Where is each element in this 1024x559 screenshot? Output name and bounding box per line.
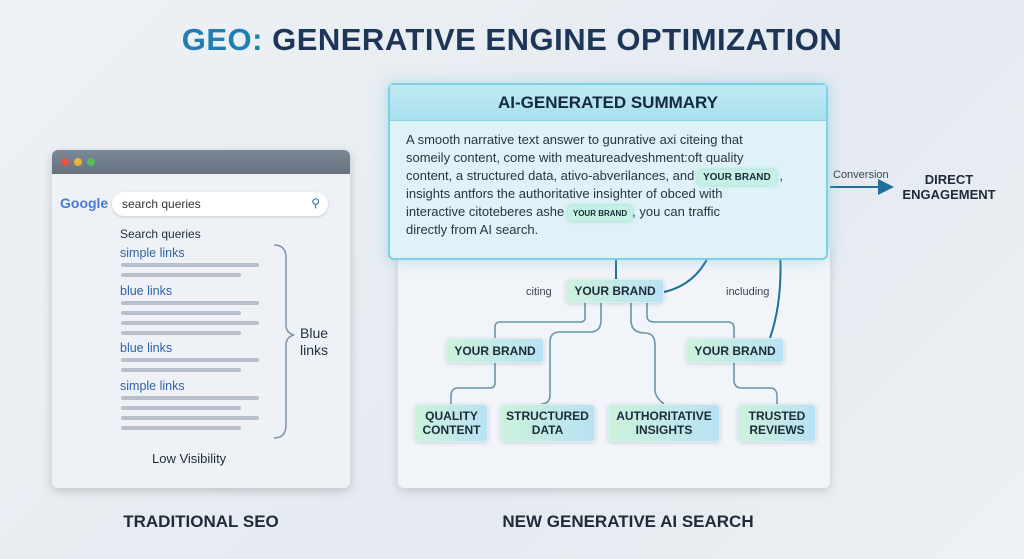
snippet-bar bbox=[121, 311, 241, 315]
low-visibility-label: Low Visibility bbox=[152, 451, 227, 466]
minimize-dot-icon bbox=[74, 158, 82, 166]
browser-titlebar bbox=[52, 150, 350, 174]
summary-heading: AI-GENERATED SUMMARY bbox=[390, 85, 826, 121]
connector-line bbox=[450, 363, 496, 404]
connector-line bbox=[494, 303, 586, 338]
page-title: GEO: GENERATIVE ENGINE OPTIMIZATION bbox=[181, 22, 843, 57]
snippet-bar bbox=[121, 321, 259, 325]
connector-line bbox=[540, 303, 602, 405]
generative-search-caption: NEW GENERATIVE AI SEARCH bbox=[502, 512, 754, 531]
snippet-bar bbox=[121, 273, 241, 277]
search-input[interactable]: search queries⚲ bbox=[112, 192, 328, 216]
brand-node-root: YOUR BRAND bbox=[566, 279, 664, 303]
connector-line bbox=[630, 303, 665, 405]
summary-text: A smooth narrative text answer to gunrat… bbox=[406, 132, 783, 237]
result-link[interactable]: blue links bbox=[120, 341, 173, 355]
brace-icon bbox=[273, 244, 295, 439]
close-dot-icon bbox=[61, 158, 69, 166]
brand-citation-pill: YOUR BRAND bbox=[567, 206, 633, 221]
result-link[interactable]: blue links bbox=[120, 284, 173, 298]
maximize-dot-icon bbox=[87, 158, 95, 166]
snippet-bar bbox=[121, 331, 241, 335]
traditional-seo-caption: TRADITIONAL SEO bbox=[123, 512, 279, 531]
brand-node-left: YOUR BRAND bbox=[446, 338, 544, 363]
result-link[interactable]: simple links bbox=[120, 246, 185, 260]
snippet-bar bbox=[121, 416, 259, 420]
result-link[interactable]: simple links bbox=[120, 379, 185, 393]
connector-line bbox=[733, 363, 778, 404]
snippet-bar bbox=[121, 368, 241, 372]
snippet-bar bbox=[121, 263, 259, 267]
snippet-bar bbox=[121, 301, 259, 305]
snippet-bar bbox=[121, 426, 241, 430]
brand-citation-pill: YOUR BRAND bbox=[697, 170, 776, 185]
results-heading: Search queries bbox=[120, 227, 201, 241]
snippet-bar bbox=[121, 406, 241, 410]
browser-window: Google search queries⚲ Search queries si… bbox=[52, 150, 350, 488]
conversion-label: Conversion bbox=[833, 169, 889, 181]
including-label: including bbox=[726, 286, 770, 298]
brand-node-right: YOUR BRAND bbox=[686, 338, 784, 363]
citing-label: citing bbox=[526, 286, 552, 298]
search-icon[interactable]: ⚲ bbox=[311, 196, 320, 210]
connector-line bbox=[646, 303, 735, 338]
snippet-bar bbox=[121, 358, 259, 362]
ai-summary-box: AI-GENERATED SUMMARY A smooth narrative … bbox=[388, 83, 828, 260]
google-logo: Google bbox=[60, 195, 109, 211]
snippet-bar bbox=[121, 396, 259, 400]
